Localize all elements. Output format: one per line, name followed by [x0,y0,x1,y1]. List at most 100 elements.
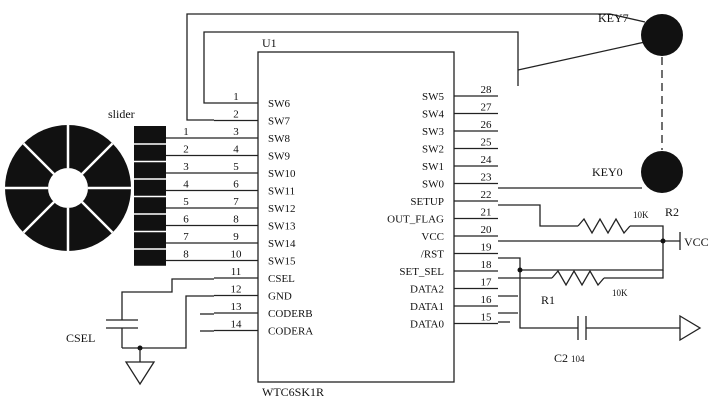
pin-number: 27 [481,102,493,114]
pin-number: 10 [231,249,243,261]
wire-setup [498,204,578,227]
pin-number: 25 [481,137,493,149]
slider-segment-number: 3 [183,161,189,173]
pin-number: 17 [481,277,493,289]
pin-name: GND [268,291,292,303]
pin-number: 20 [481,224,493,236]
pin-number: 6 [233,179,239,191]
pin-number: 18 [481,259,493,271]
slider-segment-number: 6 [183,214,189,226]
slider-wheel [5,125,131,251]
pin-number: 16 [481,294,493,306]
pin-name: OUT_FLAG [387,214,444,226]
pin-number: 2 [233,109,239,121]
pin-name: SW6 [268,98,291,110]
r2-value: 10K [633,210,649,220]
r1-ref: R1 [541,293,555,307]
wire-rst [498,257,578,329]
key0-label: KEY0 [592,165,623,179]
pin-name: DATA0 [410,319,444,331]
pin-number: 15 [481,312,493,324]
vcc-junction [660,238,666,244]
pin-name: SW3 [422,126,445,138]
pin-number: 21 [481,207,492,219]
pin-name: SW9 [268,151,291,163]
pin-name: SW5 [422,91,445,103]
pin-name: SW14 [268,238,296,250]
pin-name: SW10 [268,168,296,180]
pin-name: SETUP [410,196,444,208]
wire-r1-rail [604,270,664,279]
pin-number: 14 [231,319,243,331]
pin-number: 19 [481,242,493,254]
slider-segment-number: 1 [183,126,189,138]
slider-segment-number: 8 [183,249,189,261]
rst-junction [517,267,523,273]
pin-number: 11 [231,266,242,278]
pin-number: 5 [233,161,239,173]
r2-resistor [577,217,631,235]
slider-segment-number: 4 [183,179,189,191]
pin-name: SW13 [268,221,296,233]
pin-name: SET_SEL [399,266,444,278]
pin-name: DATA2 [410,284,444,296]
pin-number: 22 [481,189,492,201]
slider-segment-number: 5 [183,196,189,208]
chip-body [257,51,455,383]
pin-name: SW0 [422,179,445,191]
pin-number: 1 [233,91,239,103]
wire-sw6 [203,31,519,104]
pin-name: SW11 [268,186,295,198]
slider-segment-group: 1 2 3 4 5 6 7 8 [134,126,214,268]
wire-key7 [517,41,646,71]
key7-pad [641,14,683,56]
pin-number: 4 [233,144,239,156]
pin-number: 9 [233,231,239,243]
pin-number: 28 [481,84,493,96]
wire-csel [121,278,214,320]
pin-name: SW1 [422,161,444,173]
pin-name: DATA1 [410,301,444,313]
pin-name: SW2 [422,144,444,156]
pin-name: CODERA [268,326,313,338]
chip-part-number: WTC6SK1R [262,385,324,399]
r2-ref: R2 [665,205,679,219]
key0-pad [641,151,683,193]
pin-name: SW12 [268,203,296,215]
pin-name: SW8 [268,133,291,145]
pin-name: CSEL [268,273,295,285]
ground-arrow-right [679,314,702,342]
pin-number: 24 [481,154,493,166]
pin-number: 26 [481,119,493,131]
wire-gnd [122,295,214,349]
chip-ref: U1 [262,36,277,50]
key7-label: KEY7 [598,11,629,25]
csel-label: CSEL [66,331,95,345]
r1-resistor [551,269,605,287]
slider-segment-number: 2 [183,144,189,156]
pin-number: 12 [231,284,242,296]
pin-name: CODERB [268,308,313,320]
c2-ref: C2 [554,351,568,365]
slider-label: slider [108,107,135,121]
pin-name: SW15 [268,256,296,268]
r1-value: 10K [612,288,628,298]
pin-number: 13 [231,301,243,313]
c2-value: 104 [571,354,585,364]
slider-segment-number: 7 [183,231,189,243]
wire-sw7 [186,13,646,121]
slider-inner-hole [48,168,88,208]
pin-number: 3 [233,126,239,138]
pin-number: 8 [233,214,239,226]
pin-name: /RST [421,249,445,261]
pin-number: 7 [233,196,239,208]
ground-symbol [124,361,156,386]
pin-name: SW4 [422,109,445,121]
wire-r2-rail [520,225,664,271]
pin-number: 23 [481,172,493,184]
pin-name: SW7 [268,116,291,128]
vcc-label: VCC [684,235,709,249]
